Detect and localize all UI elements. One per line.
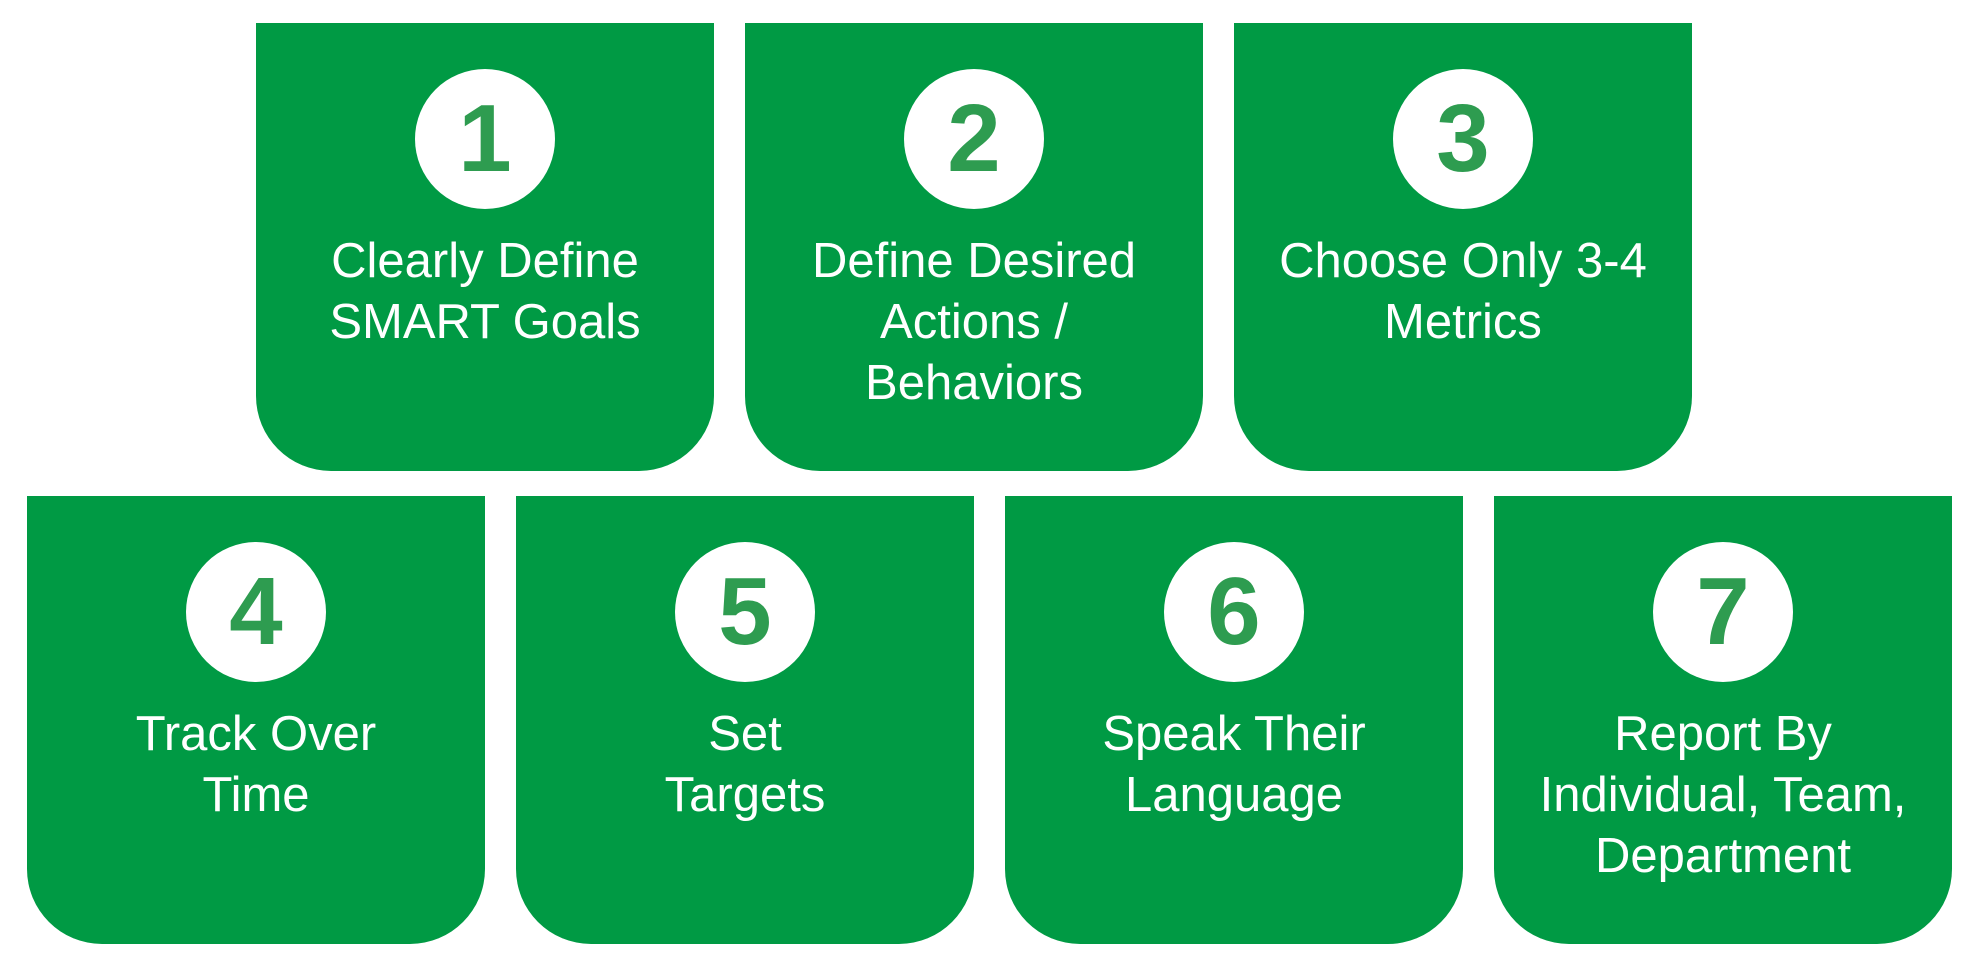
step-number: 6 (1207, 558, 1261, 665)
step-number-badge: 7 (1653, 542, 1793, 682)
step-card-4: 4 Track Over Time (27, 496, 485, 944)
step-card-6: 6 Speak Their Language (1005, 496, 1463, 944)
step-label-line: Set (708, 707, 782, 761)
step-label-line: Clearly Define (331, 234, 639, 288)
step-label-line: Report By (1614, 707, 1832, 761)
step-label: Report By Individual, Team, Department (1504, 704, 1942, 887)
step-card-3: 3 Choose Only 3-4 Metrics (1234, 23, 1692, 471)
step-label: Clearly Define SMART Goals (266, 231, 704, 353)
step-label-line: Choose Only 3-4 (1279, 234, 1647, 288)
step-card-7: 7 Report By Individual, Team, Department (1494, 496, 1952, 944)
step-number-badge: 4 (186, 542, 326, 682)
step-number-badge: 1 (415, 69, 555, 209)
step-card-1: 1 Clearly Define SMART Goals (256, 23, 714, 471)
step-number-badge: 2 (904, 69, 1044, 209)
step-number: 3 (1436, 85, 1490, 192)
step-number-badge: 3 (1393, 69, 1533, 209)
step-label-line: Time (202, 768, 310, 822)
step-number: 5 (718, 558, 772, 665)
step-number-badge: 5 (675, 542, 815, 682)
step-card-5: 5 Set Targets (516, 496, 974, 944)
step-label: Choose Only 3-4 Metrics (1244, 231, 1682, 353)
step-label-line: Track Over (135, 707, 377, 761)
step-label-line: Targets (664, 768, 826, 822)
step-label: Track Over Time (37, 704, 475, 826)
step-label: Speak Their Language (1015, 704, 1453, 826)
step-label-line: Language (1124, 768, 1343, 822)
step-number: 7 (1696, 558, 1750, 665)
step-number: 2 (947, 85, 1001, 192)
step-label: Define Desired Actions / Behaviors (755, 231, 1193, 414)
step-label-line: Individual, Team, (1539, 768, 1907, 822)
step-label-line: Department (1594, 829, 1851, 883)
step-label: Set Targets (526, 704, 964, 826)
step-label-line: Behaviors (865, 356, 1083, 410)
step-label-line: Speak Their (1102, 707, 1366, 761)
step-card-2: 2 Define Desired Actions / Behaviors (745, 23, 1203, 471)
step-number: 1 (458, 85, 512, 192)
step-label-line: Define Desired (811, 234, 1137, 288)
step-number-badge: 6 (1164, 542, 1304, 682)
step-label-line: SMART Goals (329, 295, 641, 349)
step-label-line: Metrics (1384, 295, 1542, 349)
step-label-line: Actions / (880, 295, 1068, 349)
step-number: 4 (229, 558, 283, 665)
